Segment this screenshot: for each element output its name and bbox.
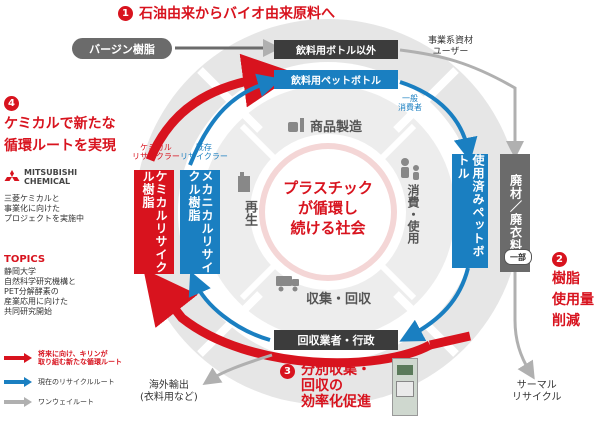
blue-right-arrow — [399, 80, 478, 162]
gray-route-2 — [513, 272, 535, 380]
sector-collection: 収集・回収 — [306, 292, 372, 307]
red-arrow-icon — [4, 353, 32, 363]
step3-number: 3 — [280, 364, 295, 379]
non-beverage-bottles-box: 飲料用ボトル以外 — [274, 40, 398, 59]
red-top-arrow — [145, 53, 297, 162]
step2-title-line3: 削減 — [552, 313, 580, 329]
general-consumers-label: 一般 消費者 — [398, 94, 422, 112]
step3-title-line3: 効率化促進 — [301, 394, 371, 410]
step1-title: 石油由来からバイオ由来原料へ — [139, 6, 335, 22]
center-title: プラスチック が循環し 続ける社会 — [283, 179, 373, 237]
sector-recycling: 再生 — [242, 200, 257, 226]
mitsubishi-desc-3: プロジェクトを実施中 — [4, 214, 84, 223]
step2-number: 2 — [552, 252, 567, 267]
sector-manufacturing: 商品製造 — [310, 120, 363, 135]
mitsubishi-desc-2: 事業化に向けた — [4, 204, 60, 213]
business-users-label: 事業系資材 ユーザー — [428, 36, 474, 57]
step2-title-line2: 使用量 — [552, 292, 594, 308]
overseas-export-label: 海外輸出 (衣料用など) — [140, 380, 198, 403]
mitsubishi-logo-icon — [4, 170, 20, 181]
virgin-resin-box: バージン樹脂 — [72, 38, 172, 59]
collection-box-icon — [392, 358, 418, 416]
step4-title-line2: 循環ルートを実現 — [4, 138, 116, 154]
mitsubishi-panel: MITSUBISHI CHEMICAL 三菱ケミカルと 事業化に向けた プロジェ… — [4, 168, 116, 224]
step1-number: 1 — [118, 5, 133, 21]
legend-gray: ワンウェイルート — [4, 397, 94, 407]
red-loop-arrow — [143, 268, 433, 368]
mitsubishi-desc-1: 三菱ケミカルと — [4, 194, 60, 203]
truck-icon — [276, 276, 299, 292]
factory-icon — [288, 118, 304, 132]
gray-route-1 — [399, 48, 524, 159]
step4-title-line1: ケミカルで新たな — [4, 116, 116, 132]
blue-top-arrow — [188, 73, 282, 166]
blue-bottom-arrow — [399, 267, 470, 342]
recycle-building-icon — [238, 172, 250, 192]
legend-blue: 現在のリサイクルルート — [4, 377, 115, 387]
mechanical-recycled-resin-box: メカニカルリサイクル樹脂 — [180, 170, 220, 274]
step2-header: 2 樹脂 使用量 削減 — [552, 252, 594, 330]
existing-recycler-label: 既存 リサイクラー — [180, 143, 228, 161]
blue-left-arrow — [188, 270, 271, 342]
sector-consumption: 消費・使用 — [406, 184, 420, 244]
thermal-recycle-label: サーマル リサイクル — [512, 380, 562, 403]
collectors-box: 回収業者・行政 — [274, 330, 398, 350]
gray-arrow-icon — [4, 397, 32, 407]
step3-title-line1: 分別収集・ — [301, 362, 371, 378]
step1-header: 1 石油由来からバイオ由来原料へ — [118, 3, 335, 23]
mitsubishi-logo: MITSUBISHI CHEMICAL — [4, 168, 116, 186]
step4-header: 4 ケミカルで新たな 循環ルートを実現 — [4, 96, 116, 155]
topics-heading: TOPICS — [4, 254, 46, 265]
step4-number: 4 — [4, 96, 19, 111]
legend-red: 将来に向け、キリンが 取り組む新たな循環ルート — [4, 350, 122, 366]
step3-header: 3 分別収集・ 回収の 効率化促進 — [280, 362, 371, 410]
chemical-recycled-resin-box: ケミカルリサイクル樹脂 — [134, 170, 174, 274]
step2-title-line1: 樹脂 — [552, 271, 580, 287]
chemical-recycler-label: ケミカル リサイクラー — [132, 143, 180, 161]
step3-title-line2: 回収の — [301, 378, 343, 394]
people-icon — [401, 158, 419, 180]
topics-panel: TOPICS 静岡大学 自然科学研究機構と PET分解酵素の 産業応用に向けた … — [4, 254, 116, 317]
blue-arrow-icon — [4, 377, 32, 387]
part-badge: 一部 — [504, 249, 532, 265]
beverage-pet-bottles-box: 飲料用ペットボトル — [274, 70, 398, 89]
used-pet-bottles-box: 使用済みペットボトル — [452, 154, 488, 268]
gray-route-3 — [202, 353, 273, 385]
